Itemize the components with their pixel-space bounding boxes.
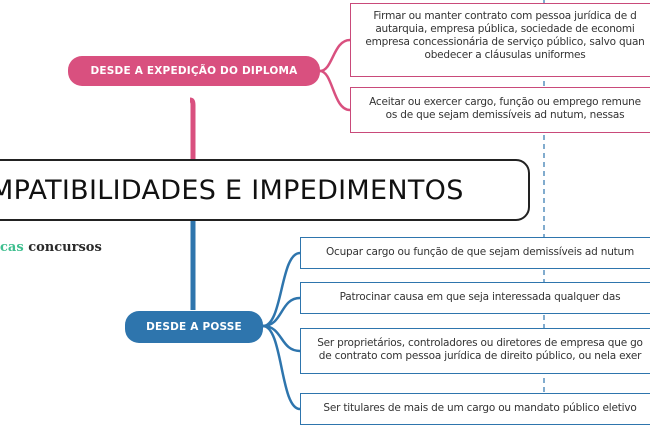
branch-pill-diploma[interactable]: DESDE A EXPEDIÇÃO DO DIPLOMA [68, 56, 320, 86]
brand-part-1: cas [0, 240, 24, 255]
posse-item-2[interactable]: Patrocinar causa em que seja interessada… [300, 282, 650, 314]
pink-connector-1 [319, 38, 351, 73]
blue-connector-1 [262, 251, 301, 328]
central-topic-title: MPATIBILIDADES E IMPEDIMENTOS [0, 174, 464, 206]
diploma-item-2-line-1: Aceitar ou exercer cargo, função ou empr… [369, 96, 641, 108]
posse-item-1[interactable]: Ocupar cargo ou função de que sejam demi… [300, 237, 650, 269]
central-topic[interactable]: MPATIBILIDADES E IMPEDIMENTOS [0, 159, 530, 221]
diploma-item-1-line-3: empresa concessionária de serviço públic… [365, 36, 645, 49]
posse-item-2-line-1: Patrocinar causa em que seja interessada… [339, 291, 621, 303]
brand-logo: cas concursos [0, 240, 102, 255]
pink-trunk [189, 97, 196, 160]
diploma-item-1-line-1: Firmar ou manter contrato com pessoa jur… [373, 10, 637, 22]
diploma-item-1-line-2: autarquia, empresa pública, sociedade de… [375, 23, 635, 36]
branch-label-diploma: DESDE A EXPEDIÇÃO DO DIPLOMA [90, 65, 298, 77]
blue-connector-4 [262, 324, 301, 411]
posse-item-4-line-1: Ser titulares de mais de um cargo ou man… [323, 402, 637, 414]
brand-part-2: concursos [28, 240, 102, 255]
diploma-item-1[interactable]: Firmar ou manter contrato com pessoa jur… [350, 3, 650, 77]
posse-item-1-line-1: Ocupar cargo ou função de que sejam demi… [325, 246, 635, 258]
branch-label-posse: DESDE A POSSE [146, 321, 242, 333]
branch-pill-posse[interactable]: DESDE A POSSE [125, 311, 263, 343]
posse-item-3[interactable]: Ser proprietários, controladores ou dire… [300, 328, 650, 374]
blue-connector-2 [262, 296, 301, 328]
diploma-item-1-line-4: obedecer a cláusulas uniformes [424, 49, 586, 62]
posse-item-4[interactable]: Ser titulares de mais de um cargo ou man… [300, 393, 650, 425]
diploma-item-2-line-2: os de que sejam demissíveis ad nutum, ne… [385, 109, 625, 122]
posse-item-3-line-1: Ser proprietários, controladores ou dire… [317, 337, 643, 349]
diploma-item-2[interactable]: Aceitar ou exercer cargo, função ou empr… [350, 87, 650, 133]
posse-item-3-line-2: de contrato com pessoa jurídica de direi… [318, 350, 642, 363]
pink-connector-2 [319, 69, 351, 112]
